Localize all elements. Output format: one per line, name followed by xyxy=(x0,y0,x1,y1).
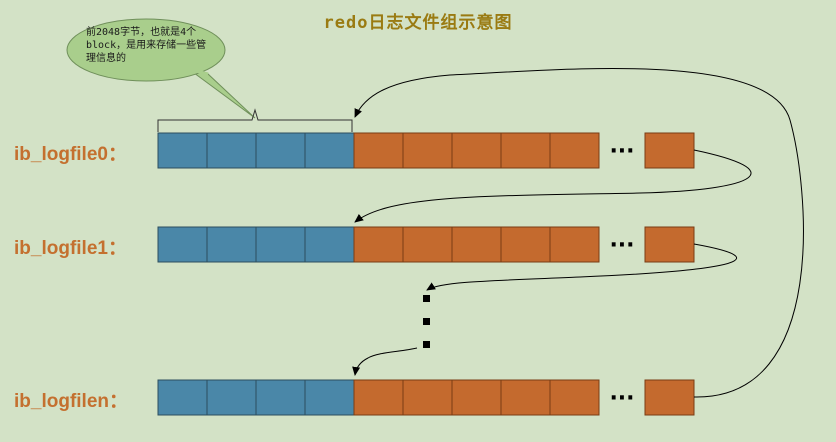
log-file-row-2: ··· xyxy=(157,379,695,416)
vertical-ellipsis xyxy=(423,295,430,348)
data-block xyxy=(353,132,404,169)
last-data-block xyxy=(644,379,695,416)
header-block xyxy=(304,132,355,169)
data-block xyxy=(549,226,600,263)
file-label-0: ib_logfile0： xyxy=(14,144,127,165)
data-block xyxy=(451,226,502,263)
data-block xyxy=(402,132,453,169)
data-block xyxy=(353,379,404,416)
header-block xyxy=(157,226,208,263)
header-brace xyxy=(157,108,353,132)
last-data-block xyxy=(644,226,695,263)
header-block xyxy=(157,379,208,416)
horizontal-ellipsis: ··· xyxy=(609,139,634,164)
data-block xyxy=(451,379,502,416)
diagram-title: redo日志文件组示意图 xyxy=(323,13,513,33)
horizontal-ellipsis: ··· xyxy=(609,386,634,411)
last-data-block xyxy=(644,132,695,169)
header-block xyxy=(157,132,208,169)
horizontal-ellipsis: ··· xyxy=(609,233,634,258)
data-block xyxy=(500,132,551,169)
callout-text: 前2048字节，也就是4个block，是用来存储一些管理信息的 xyxy=(86,27,207,64)
header-block xyxy=(206,226,257,263)
wraparound-arrow xyxy=(354,68,804,398)
header-block xyxy=(255,379,306,416)
file-label-1: ib_logfile1： xyxy=(14,238,127,259)
data-block xyxy=(549,132,600,169)
log-file-rows: ··· ··· ··· xyxy=(157,132,695,416)
data-block xyxy=(451,132,502,169)
header-block xyxy=(255,132,306,169)
data-block xyxy=(500,379,551,416)
data-block xyxy=(402,226,453,263)
log-file-row-1: ··· xyxy=(157,226,695,263)
data-block xyxy=(500,226,551,263)
file-label-n: ib_logfilen： xyxy=(14,391,129,412)
prev-to-filen-arrow xyxy=(352,347,418,376)
data-block xyxy=(353,226,404,263)
header-block xyxy=(255,226,306,263)
header-block xyxy=(304,379,355,416)
log-file-row-0: ··· xyxy=(157,132,695,169)
data-block xyxy=(549,379,600,416)
header-block xyxy=(206,132,257,169)
header-block xyxy=(304,226,355,263)
data-block xyxy=(402,379,453,416)
header-block xyxy=(206,379,257,416)
callout-bubble xyxy=(66,18,256,119)
file0-to-file1-arrow xyxy=(354,149,752,223)
file1-to-next-arrow xyxy=(426,243,737,291)
